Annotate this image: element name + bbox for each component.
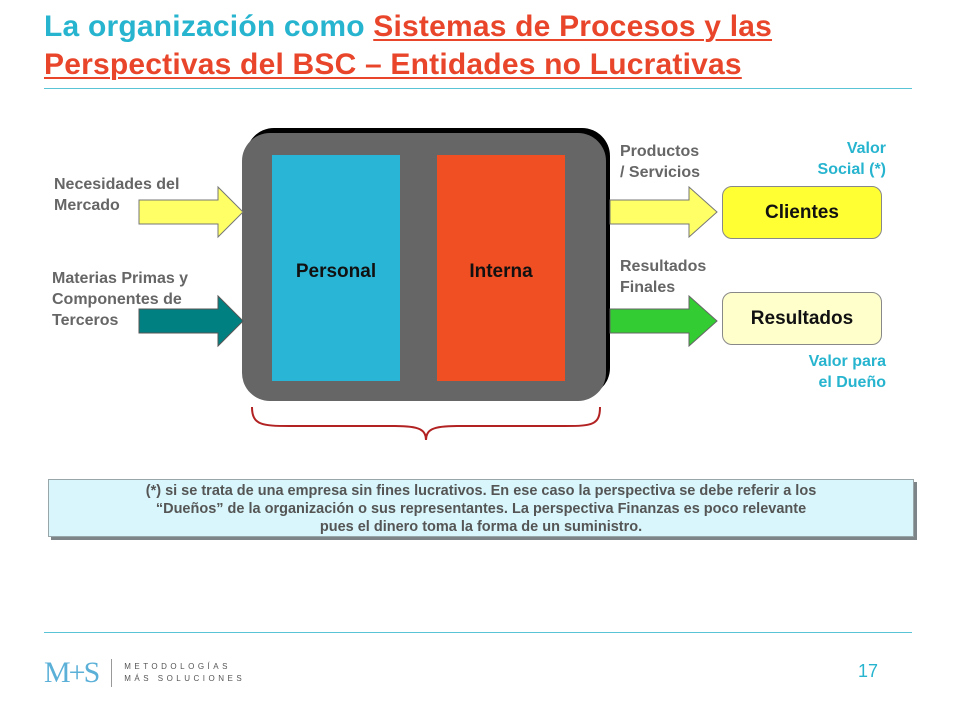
value-label-line: el Dueño xyxy=(818,374,886,391)
output-label-line: Resultados xyxy=(620,258,707,275)
value-label-social: Valor Social (*) xyxy=(818,138,886,180)
footnote-line: (*) si se trata de una empresa sin fines… xyxy=(145,483,817,499)
value-label-line: Social (*) xyxy=(817,161,886,178)
slide-title: La organización como Sistemas de Proceso… xyxy=(44,8,924,84)
input-label-line: Terceros xyxy=(52,312,119,329)
block-interna-label: Interna xyxy=(469,261,533,282)
company-logo: M+S METODOLOGÍAS MÁS SOLUCIONES xyxy=(44,656,245,690)
output-label-resultados: Resultados Finales xyxy=(620,256,706,298)
block-personal xyxy=(272,155,400,381)
logo-line-1: METODOLOGÍAS xyxy=(124,662,231,671)
value-label-dueno: Valor para el Dueño xyxy=(809,351,886,393)
box-resultados: Resultados xyxy=(722,292,882,345)
output-label-line: Finales xyxy=(620,279,676,296)
input-label-line: Mercado xyxy=(54,197,120,214)
arrow-materias xyxy=(138,294,244,348)
footnote-box: (*) si se trata de una empresa sin fines… xyxy=(48,479,914,537)
page-number: 17 xyxy=(858,661,879,681)
input-label-line: Componentes de xyxy=(52,291,182,308)
block-interna xyxy=(437,155,565,381)
value-label-line: Valor para xyxy=(808,353,886,370)
output-label-line: / Servicios xyxy=(620,164,701,181)
footer-divider xyxy=(44,632,912,633)
logo-mark: M+S xyxy=(44,656,100,689)
brace xyxy=(251,406,601,441)
logo-separator xyxy=(110,659,112,687)
logo-text: METODOLOGÍAS MÁS SOLUCIONES xyxy=(124,661,245,685)
arrow-productos xyxy=(609,185,718,239)
input-label-necesidades: Necesidades del Mercado xyxy=(54,174,179,216)
logo-line-2: MÁS SOLUCIONES xyxy=(124,674,246,683)
arrow-necesidades xyxy=(138,185,244,239)
output-label-line: Productos xyxy=(620,143,700,160)
block-personal-label: Personal xyxy=(296,261,376,282)
title-divider xyxy=(44,88,912,89)
value-label-line: Valor xyxy=(846,140,886,157)
output-label-productos: Productos / Servicios xyxy=(620,141,700,183)
footnote-line: pues el dinero toma la forma de un sumin… xyxy=(319,519,643,535)
title-part-1: La organización como xyxy=(44,10,374,43)
input-label-line: Necesidades del xyxy=(54,176,180,193)
input-label-line: Materias Primas y xyxy=(52,270,189,287)
input-label-materias: Materias Primas y Componentes de Tercero… xyxy=(52,268,188,331)
box-clientes: Clientes xyxy=(722,186,882,239)
footnote-line: “Dueños” de la organización o sus repres… xyxy=(155,501,807,517)
title-part-2: Sistemas de Procesos y las Perspectivas … xyxy=(44,10,773,81)
arrow-resultados xyxy=(609,294,718,348)
